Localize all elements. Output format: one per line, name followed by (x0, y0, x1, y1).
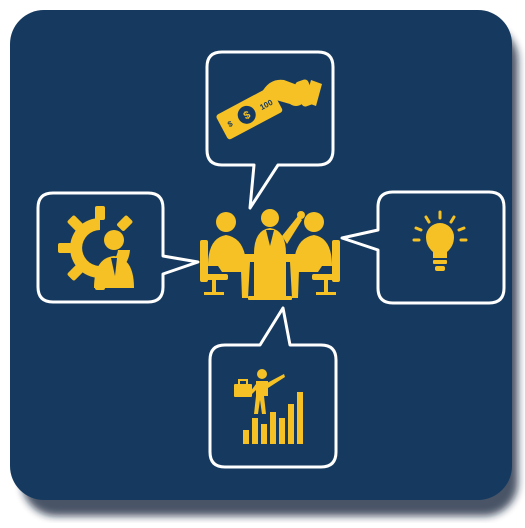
lightbulb-icon (412, 210, 468, 271)
bubble-left (36, 191, 200, 304)
bubble-right (340, 190, 506, 305)
business-meeting-icon (200, 209, 340, 300)
svg-text:$: $ (242, 109, 253, 122)
gear-person-icon (58, 206, 134, 290)
bubble-top (205, 50, 335, 210)
growth-chart-icon (234, 369, 303, 444)
svg-text:$: $ (226, 119, 235, 129)
money-hand-icon: $ 100 $ (216, 79, 322, 140)
bubble-bottom (208, 306, 338, 469)
